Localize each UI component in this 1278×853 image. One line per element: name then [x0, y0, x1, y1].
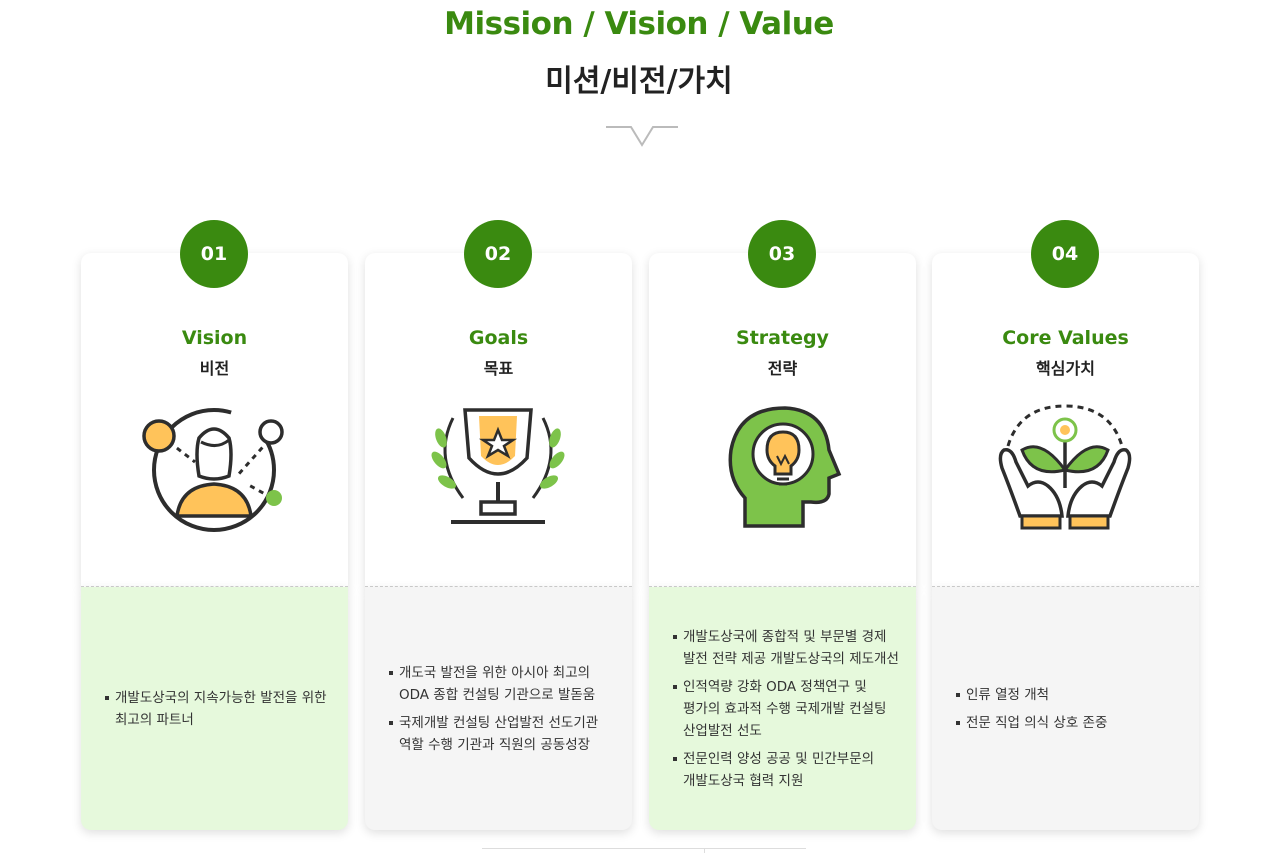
card-number-badge: 03	[748, 220, 816, 288]
list-item: 개발도상국에 종합적 및 부문별 경제 발전 전략 제공 개발도상국의 제도개선	[673, 626, 900, 670]
card-body: 인류 열정 개척 전문 직업 의식 상호 존중	[932, 587, 1199, 830]
card-title-en: Vision	[181, 327, 248, 349]
section-title-ko: 미션/비전/가치	[545, 64, 733, 99]
list-item: 국제개발 컨설팅 산업발전 선도기관 역할 수행 기관과 직원의 공동성장	[389, 712, 616, 756]
list-item: 개도국 발전을 위한 아시아 최고의 ODA 종합 컨설팅 기관으로 발돋움	[389, 662, 616, 706]
card-number-badge: 02	[464, 220, 532, 288]
card-title-ko: 목표	[483, 359, 514, 378]
list-item: 개발도상국의 지속가능한 발전을 위한 최고의 파트너	[105, 687, 332, 731]
hands-plant-icon	[998, 404, 1132, 530]
card-list: 개발도상국의 지속가능한 발전을 위한 최고의 파트너	[81, 587, 348, 830]
card-list: 인류 열정 개척 전문 직업 의식 상호 존중	[932, 587, 1199, 830]
card-body: 개발도상국의 지속가능한 발전을 위한 최고의 파트너	[81, 587, 348, 830]
card-goals: 02 Goals 목표 개도국 발전을 위한 아시아 최고의 ODA 종합 컨설…	[365, 220, 632, 830]
card-number-badge: 04	[1031, 220, 1099, 288]
head-lightbulb-icon	[728, 406, 842, 528]
card-top: 02 Goals 목표	[365, 220, 632, 587]
card-body: 개도국 발전을 위한 아시아 최고의 ODA 종합 컨설팅 기관으로 발돋움 국…	[365, 587, 632, 830]
list-item: 인적역량 강화 ODA 정책연구 및 평가의 효과적 수행 국제개발 컨설팅 산…	[673, 676, 900, 742]
card-number-badge: 01	[180, 220, 248, 288]
trophy-laurel-icon	[431, 408, 565, 524]
card-title-en: Goals	[468, 327, 529, 349]
list-item: 전문인력 양성 공공 및 민간부문의 개발도상국 협력 지원	[673, 748, 900, 792]
footer-edge	[482, 848, 806, 853]
card-top: 01 Vision 비전	[81, 220, 348, 587]
card-list: 개발도상국에 종합적 및 부문별 경제 발전 전략 제공 개발도상국의 제도개선…	[649, 587, 916, 830]
person-network-icon	[142, 408, 284, 532]
list-item: 인류 열정 개척	[956, 684, 1183, 706]
card-top: 04 Core Values 핵심가치	[932, 220, 1199, 587]
card-vision: 01 Vision 비전 개발도상국의 지속가능한 발전을 위한 최고의 파트너	[81, 220, 348, 830]
card-title-en: Strategy	[736, 327, 829, 349]
card-title-ko: 비전	[199, 359, 230, 378]
card-title-en: Core Values	[1002, 327, 1129, 349]
chevron-down-icon	[606, 126, 678, 147]
card-title-ko: 핵심가치	[1036, 359, 1095, 378]
card-core-values: 04 Core Values 핵심가치 인류 열정 개척 전문 직업 의식 상호…	[932, 220, 1199, 830]
list-item: 전문 직업 의식 상호 존중	[956, 712, 1183, 734]
section-title-en: Mission / Vision / Value	[444, 6, 834, 42]
card-title-ko: 전략	[767, 359, 798, 378]
card-strategy: 03 Strategy 전략 개발도상국에 종합적 및 부문별 경제 발전 전략…	[649, 220, 916, 830]
footer-divider	[704, 849, 705, 853]
card-top: 03 Strategy 전략	[649, 220, 916, 587]
card-list: 개도국 발전을 위한 아시아 최고의 ODA 종합 컨설팅 기관으로 발돋움 국…	[365, 587, 632, 830]
card-body: 개발도상국에 종합적 및 부문별 경제 발전 전략 제공 개발도상국의 제도개선…	[649, 587, 916, 830]
